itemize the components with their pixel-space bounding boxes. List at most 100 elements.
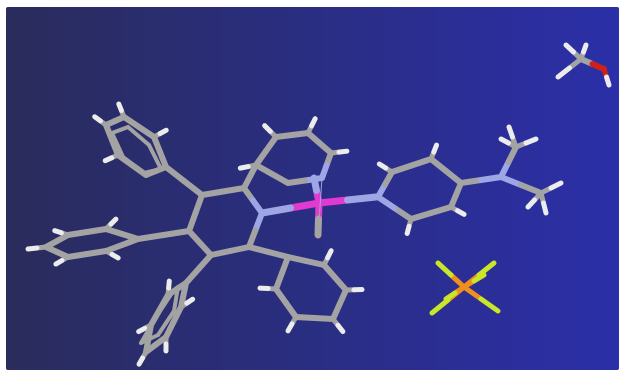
n-methyl-bond [505,144,519,165]
c-h-bond [92,114,103,124]
phenyl-ring-bond [121,155,136,167]
central-ring-bond [192,192,205,216]
central-ring-bond [186,210,199,234]
c-h-bond [102,155,115,164]
c-h-bond [376,161,389,171]
c-h-bond [108,216,119,227]
c-h-bond [237,164,251,171]
molecule-scene[interactable] [6,7,619,370]
c-h-bond [506,124,515,140]
p-f-bond [435,260,454,278]
c-h-bond [109,251,121,261]
c-h-bond [309,116,318,129]
phenyl-ring-bond [173,285,180,292]
phenyl-ring-bond [172,297,178,313]
c-h-bond [285,321,295,334]
c-h-bond [136,355,146,367]
methanol-solvent[interactable] [555,42,612,88]
c-h-bond [136,325,148,335]
c-h-bond [116,101,124,114]
phenyl-ring-bond [115,143,125,159]
phenyl-ring-bond [139,328,151,345]
phenyl-ring-bond [150,167,163,173]
metal-n-bond [287,199,323,212]
p-f-bond [471,272,487,284]
upper-ring-bond [269,171,291,186]
c-h-bond [262,123,273,134]
pf6-counterion[interactable] [429,260,501,316]
right-ring-bond [443,168,464,186]
c-h-bond [166,278,172,291]
molecule-viewer[interactable] [6,7,619,370]
lower-ring-bond [311,315,336,322]
c-h-bond [455,208,467,217]
cation-complex[interactable] [25,101,564,367]
c-h-bond [336,148,350,155]
phenyl-ring-bond [146,315,158,332]
p-f-bond [448,272,467,290]
phenyl-ring-bond [65,229,90,238]
phenyl-ring-bond [84,226,109,235]
metal-n-bond [310,174,320,194]
upper-ring-bond [253,162,275,177]
ring-link-bond [265,249,291,260]
c-h-bond [581,42,589,55]
c-h-bond [52,228,64,236]
central-ring-bond [208,248,233,258]
o-h-bond [604,74,612,88]
c-h-bond [548,180,564,191]
c-h-bond [157,127,169,137]
phenyl-link-bond [160,228,192,238]
p-f-bond [461,284,484,302]
p-f-bond [429,297,451,316]
right-ring-bond [389,162,415,175]
c-h-bond [184,296,196,306]
phenyl-ring-bond [119,236,141,248]
central-ring-bond [199,188,226,198]
phenyl-link-bond [163,164,187,184]
c-h-bond [563,42,576,55]
lower-ring-bond [285,254,309,264]
c-h-bond [404,223,412,236]
axis [319,177,323,207]
right-ring-bond [428,204,454,216]
phenyl-ring-bond [126,125,141,138]
viewer-background [6,7,619,370]
n-methyl-bond [498,174,524,188]
ring-link-bond [246,244,272,255]
phenyl-link-bond [181,178,205,198]
axis [317,206,321,236]
ring-link-bond [247,162,259,180]
c-h-bond [525,197,537,210]
c-h-bond [25,245,40,252]
phenyl-ring-bond [121,114,142,130]
phenyl-ring-bond [110,131,120,147]
metal-n-bond [258,204,294,217]
right-ring-bond [375,194,398,211]
central-ring-bond [220,185,247,195]
c-h-bond [541,200,549,216]
c-h-bond [523,136,539,146]
phenyl-ring-bond [164,309,176,325]
phenyl-link-bond [183,266,202,286]
phenyl-ring-bond [154,303,166,319]
p-f-bond [476,260,497,278]
c-n-bond [478,174,504,183]
metal-n-bond [315,196,351,207]
phenyl-ring-bond [84,248,109,257]
phenyl-link-bond [195,252,214,272]
lower-ring-bond [293,314,318,321]
phenyl-ring-bond [153,155,163,171]
right-ring-bond [428,156,449,174]
lower-ring-bond [303,258,327,268]
p-f-bond [443,290,458,302]
phenyl-ring-bond [136,124,157,140]
p-f-bond [478,296,501,314]
c-h-bond [335,322,346,335]
c-h-bond [555,65,572,80]
phenyl-ring-bond [162,291,174,307]
phenyl-ring-bond [136,134,151,147]
phenyl-ring-bond [147,143,157,159]
c-n-bond [458,177,484,186]
n-methyl-bond [518,182,544,196]
